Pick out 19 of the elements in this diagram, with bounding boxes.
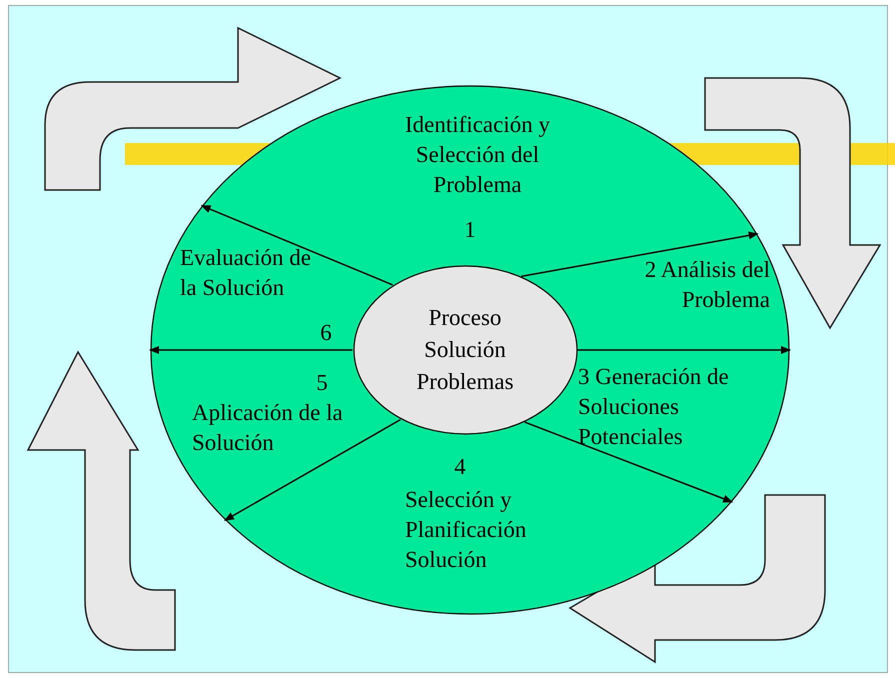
sector-label: 3 Generación de Soluciones Potenciales xyxy=(578,363,730,451)
sector-label: Identificación y Selección del Problema xyxy=(404,111,551,199)
divider-arrow xyxy=(224,418,401,521)
sector-label: Selección y Planificación Solución xyxy=(405,486,528,574)
step-number: 5 xyxy=(315,369,329,397)
cycle-ellipse xyxy=(150,85,790,615)
divider-arrow xyxy=(200,204,393,286)
divider-arrow xyxy=(578,346,791,354)
step-number: 1 xyxy=(463,216,477,244)
divider-arrow xyxy=(149,346,352,354)
divider-arrow xyxy=(524,421,734,503)
sector-label: Evaluación de la Solución xyxy=(180,244,312,302)
sector-label: Aplicación de la Solución xyxy=(192,399,344,457)
sector-label: 2 Análisis del Problema xyxy=(644,256,770,314)
step-number: 6 xyxy=(319,319,333,347)
step-number: 4 xyxy=(453,453,467,481)
center-title: Proceso Solución Problemas xyxy=(415,304,515,396)
divider-arrow xyxy=(521,232,759,278)
center-ellipse xyxy=(352,265,578,435)
